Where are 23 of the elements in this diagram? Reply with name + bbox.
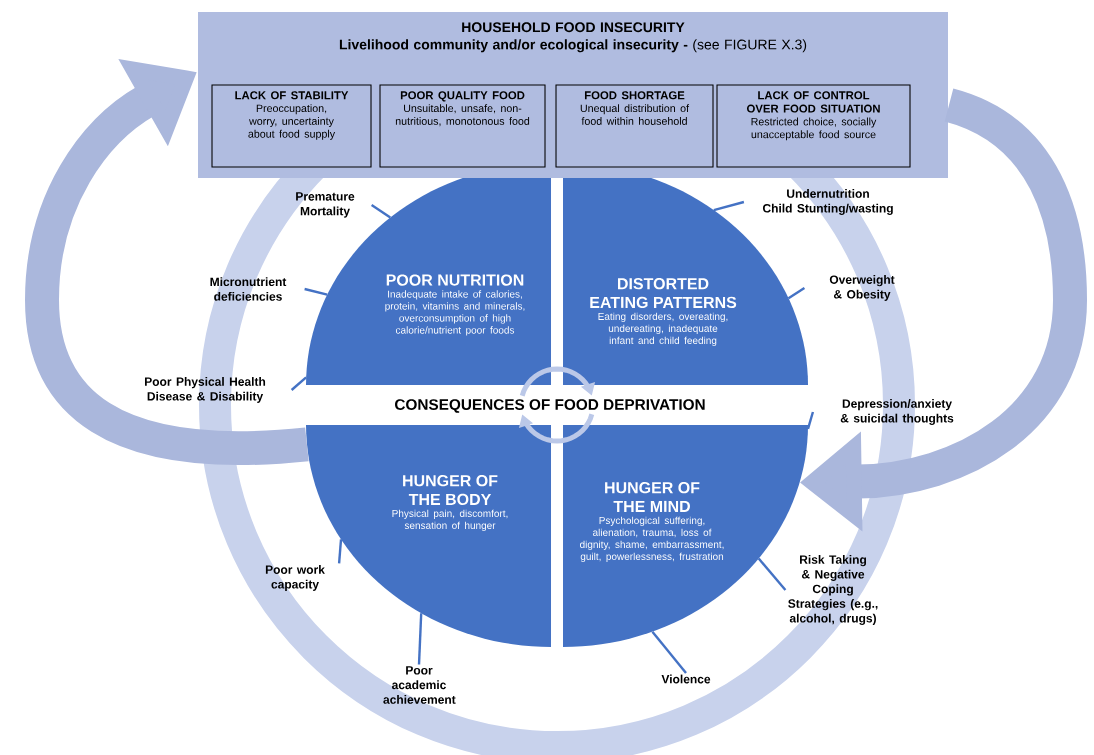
- leader-line: [757, 557, 787, 591]
- outcome-label: Risk Taking & Negative Coping Strategies (e.g., alcohol, drugs): [788, 555, 878, 625]
- leader-line: [787, 287, 806, 300]
- outcome-label: Overweight & Obesity: [829, 275, 895, 301]
- leader-line: [651, 630, 687, 674]
- center-label: CONSEQUENCES OF FOOD DEPRIVATION: [395, 399, 705, 413]
- leader-line: [304, 287, 328, 296]
- category-box: POOR QUALITY FOOD Unsuitable, unsafe, non-nutritious, monotonous food: [379, 84, 546, 168]
- leader-line: [290, 376, 307, 391]
- leader-line: [806, 411, 815, 430]
- leader-line: [337, 539, 343, 564]
- outcome-label: Depression/anxiety & suicidal thoughts: [840, 399, 954, 425]
- outcome-label: Violence: [661, 674, 711, 684]
- leader-line: [370, 204, 391, 219]
- category-box: LACK OF STABILITY Preoccupation, worry, uncertainty about food supply: [211, 84, 372, 168]
- cycle-arrow: [25, 59, 309, 465]
- leader-line: [417, 613, 423, 665]
- leader-line: [713, 200, 745, 212]
- outcome-label: Poor Physical Health Disease & Disability: [145, 377, 266, 403]
- category-box: LACK OF CONTROL OVER FOOD SITUATION Restricted choice, socially unacceptable food source: [716, 84, 911, 168]
- outcome-label: Poor academic achievement: [383, 666, 456, 704]
- category-box: FOOD SHORTAGE Unequal distribution of food within household: [555, 84, 714, 168]
- outcome-label: Micronutrient deficiencies: [210, 277, 287, 301]
